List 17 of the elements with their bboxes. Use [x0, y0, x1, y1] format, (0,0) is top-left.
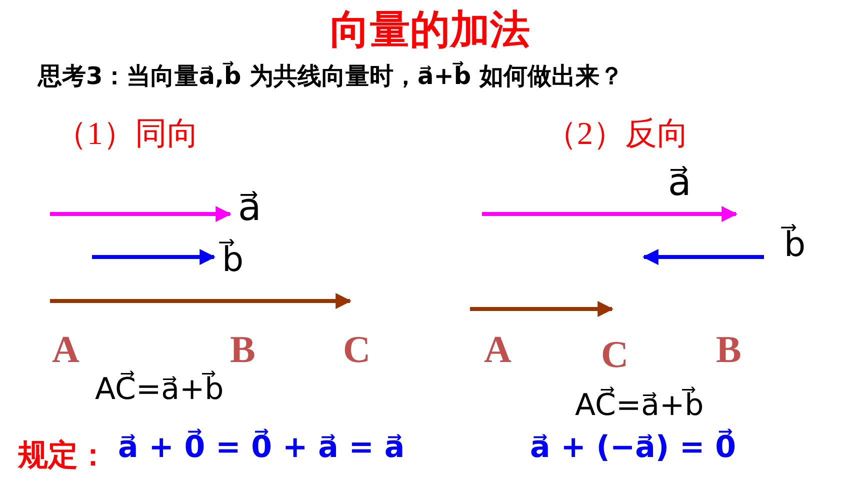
case-heading: （1）同向	[55, 114, 199, 153]
point-label: C	[343, 328, 370, 372]
vector-equation: AC⃗=a⃗+b⃗	[95, 372, 224, 407]
vector-equation: a⃗ + (−a⃗) = 0⃗	[530, 430, 736, 465]
vector-label: a⃗	[238, 185, 262, 229]
point-label: B	[230, 328, 256, 372]
point-label: A	[52, 328, 80, 372]
case-heading: （2）反向	[545, 114, 689, 153]
question-text: 思考3：当向量a⃗,b⃗ 为共线向量时，a⃗+b⃗ 如何做出来？	[38, 60, 624, 92]
vector-label: a⃗	[668, 160, 692, 204]
rule-heading: 规定：	[18, 438, 108, 474]
vector-equation: AC⃗=a⃗+b⃗	[575, 388, 704, 423]
slide-title: 向量的加法	[329, 7, 531, 54]
vector-equation: a⃗ + 0⃗ = 0⃗ + a⃗ = a⃗	[118, 430, 405, 465]
point-label: C	[601, 333, 628, 377]
point-label: B	[716, 328, 742, 372]
point-label: A	[484, 328, 512, 372]
